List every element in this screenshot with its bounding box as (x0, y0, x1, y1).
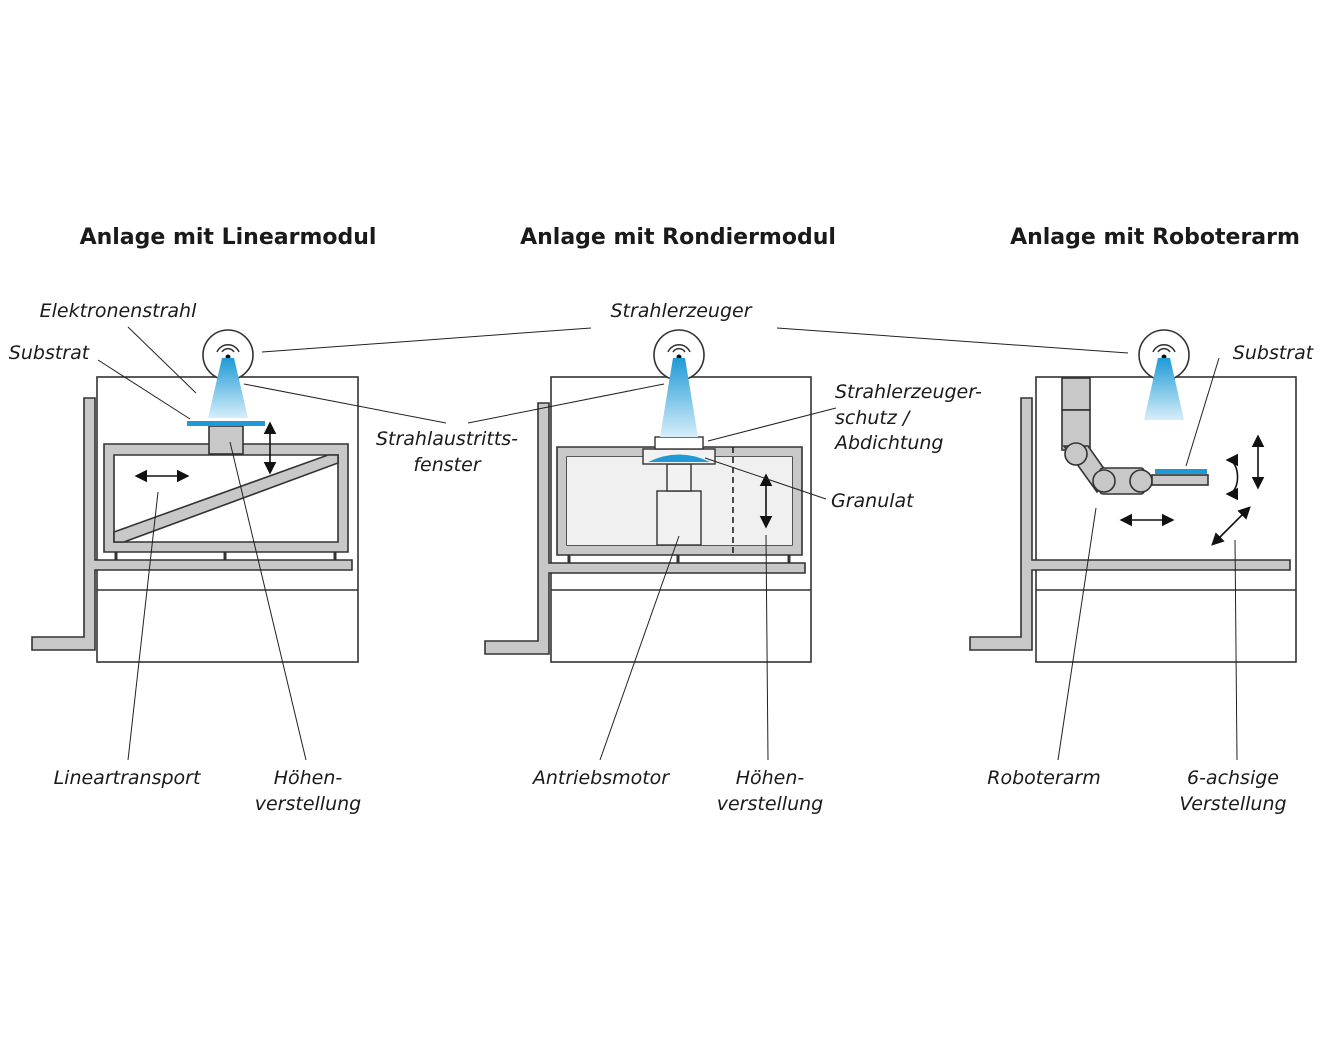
motor-shaft (666, 463, 692, 492)
robot-joint (1129, 469, 1153, 493)
support-bracket (969, 397, 1291, 651)
label-schutz-line2: schutz / (835, 407, 912, 429)
substrate-holder (208, 425, 244, 455)
electron-beam-icon (1144, 358, 1184, 420)
support-bracket (31, 397, 353, 651)
robot-joint (1064, 442, 1088, 466)
label-granulat: Granulat (831, 490, 915, 512)
system-rondier (484, 329, 812, 663)
label-schutz-line3: Abdichtung (833, 432, 943, 454)
label-achsig-line1: 6-achsige (1187, 767, 1279, 789)
system-linear (31, 329, 359, 663)
label-achsig-line2: Verstellung (1179, 793, 1286, 815)
linear-strut (113, 454, 339, 543)
substrate (1155, 469, 1207, 474)
title-rondier: Anlage mit Rondiermodul (520, 225, 836, 250)
electron-beam-icon (208, 358, 248, 418)
label-roboterarm: Roboterarm (987, 767, 1100, 789)
label-hoehen1-line2: verstellung (255, 793, 362, 815)
label-strahlaustritt-line2: fenster (413, 454, 481, 476)
rotation-arrow-icon (1225, 453, 1239, 501)
title-robot: Anlage mit Roboterarm (1010, 225, 1300, 250)
label-elektronenstrahl: Elektronenstrahl (40, 300, 197, 322)
system-robot (969, 329, 1297, 663)
leader-lines (97, 326, 1238, 761)
label-antriebsmotor: Antriebsmotor (531, 767, 670, 789)
robot-base (1061, 377, 1091, 411)
generator-protection (654, 436, 704, 450)
label-substrat-right: Substrat (1233, 342, 1315, 364)
chamber-frame (96, 376, 359, 663)
label-lineartransport: Lineartransport (54, 767, 202, 789)
label-strahlaustritt-line1: Strahlaustritts- (376, 428, 518, 450)
robot-gripper (1151, 474, 1209, 486)
support-bracket (484, 402, 806, 655)
substrate (187, 421, 265, 426)
granulate (648, 454, 710, 462)
label-substrat-left: Substrat (9, 342, 91, 364)
diagonal-arrow-icon (1211, 506, 1251, 546)
label-strahlerzeuger: Strahlerzeuger (610, 300, 752, 322)
label-schutz-line1: Strahlerzeuger- (835, 381, 982, 403)
label-hoehen2-line2: verstellung (717, 793, 824, 815)
label-hoehen2-line1: Höhen- (736, 767, 805, 789)
label-hoehen1-line1: Höhen- (274, 767, 343, 789)
robot-joint (1092, 469, 1116, 493)
electron-beam-icon (660, 358, 698, 437)
title-linear: Anlage mit Linearmodul (80, 225, 377, 250)
